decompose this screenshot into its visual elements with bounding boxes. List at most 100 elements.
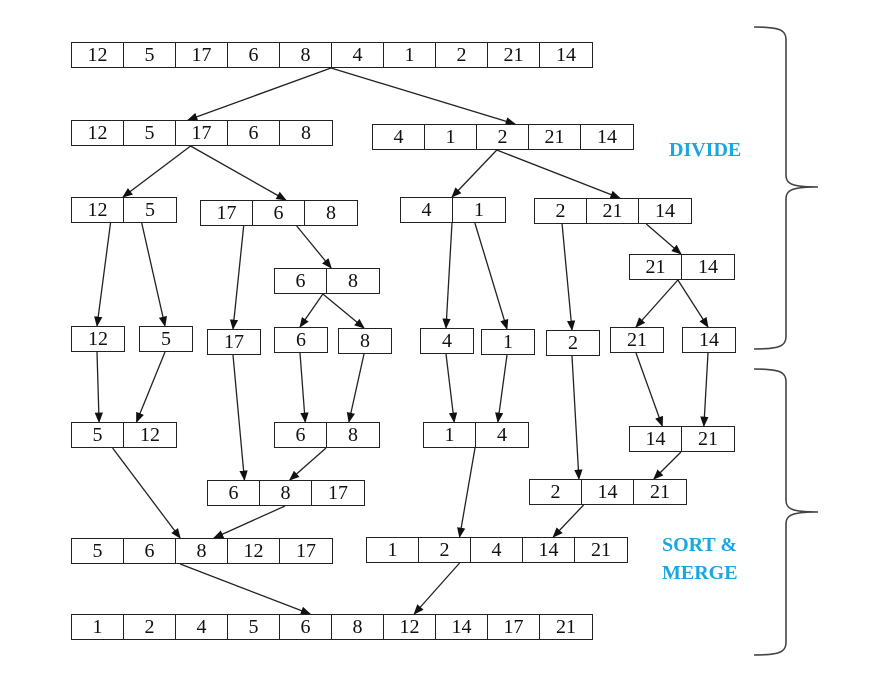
array-s6: 6	[274, 327, 328, 353]
array-cell: 8	[332, 615, 384, 639]
arrow-rr-to-s2	[561, 223, 576, 332]
sort-merge-label-line1: SORT &	[662, 534, 738, 556]
array-cell: 1	[72, 615, 124, 639]
array-cell: 14	[630, 427, 682, 451]
array-cell: 17	[176, 121, 228, 145]
array-cell: 1	[384, 43, 436, 67]
arrow-lrr-to-s6	[299, 293, 324, 328]
array-cell: 1	[424, 423, 476, 447]
array-cell: 21	[591, 539, 611, 561]
array-cell: 2	[530, 480, 582, 504]
array-cell: 4	[373, 125, 425, 149]
array-cell: 21	[556, 616, 576, 638]
arrow-root-to-l	[187, 67, 332, 121]
array-s17: 17	[207, 329, 261, 355]
array-s21: 21	[610, 327, 664, 353]
arrow-s4-to-m-1-4	[445, 353, 458, 424]
array-cell: 6	[275, 423, 327, 447]
array-s14: 14	[682, 327, 736, 353]
array-cell: 14	[523, 538, 575, 562]
array-cell: 5	[72, 539, 124, 563]
array-cell: 21	[529, 125, 581, 149]
arrow-s5-to-m-5-12	[135, 351, 166, 423]
arrow-rl-to-s4	[442, 222, 453, 330]
array-cell: 21	[488, 43, 540, 67]
array-cell: 1	[503, 331, 513, 353]
array-m-5-12: 5 12	[71, 422, 177, 448]
array-cell: 14	[698, 256, 718, 278]
array-cell: 8	[348, 270, 358, 292]
array-cell: 6	[253, 201, 305, 225]
arrow-m-1-4-to-m-right	[457, 447, 476, 539]
array-cell: 2	[535, 199, 587, 223]
array-cell: 5	[161, 328, 171, 350]
array-cell: 12	[88, 328, 108, 350]
arrow-m-left-to-sorted	[179, 563, 312, 615]
array-cell: 17	[328, 482, 348, 504]
array-cell: 4	[471, 538, 523, 562]
array-cell: 1	[474, 199, 484, 221]
array-cell: 6	[228, 121, 280, 145]
arrow-m-14-21-to-m-2-14-21	[653, 451, 682, 480]
arrow-s2-to-m-2-14-21	[571, 355, 583, 481]
divide-brace	[753, 26, 819, 350]
array-cell: 4	[442, 330, 452, 352]
array-s12: 12	[71, 326, 125, 352]
array-cell: 12	[384, 615, 436, 639]
array-cell: 5	[228, 615, 280, 639]
array-s2: 2	[546, 330, 600, 356]
array-cell: 17	[488, 615, 540, 639]
array-cell: 14	[436, 615, 488, 639]
array-cell: 6	[228, 43, 280, 67]
array-cell: 8	[326, 202, 336, 224]
array-s5: 5	[139, 326, 193, 352]
arrow-s6-to-m-6-8	[299, 352, 309, 424]
arrow-ll-to-s12	[94, 222, 112, 328]
array-cell: 21	[650, 481, 670, 503]
arrow-lr-to-lrr	[296, 225, 332, 269]
arrow-l-to-ll	[122, 145, 191, 198]
array-cell: 8	[301, 122, 311, 144]
arrow-m-right-to-sorted	[413, 562, 461, 615]
array-cell: 5	[72, 423, 124, 447]
array-cell: 2	[568, 332, 578, 354]
array-cell: 8	[360, 330, 370, 352]
arrow-l-to-lr	[190, 145, 287, 201]
array-cell: 8	[260, 481, 312, 505]
array-cell: 12	[228, 539, 280, 563]
array-cell: 12	[72, 198, 124, 222]
array-cell: 6	[275, 269, 327, 293]
array-cell: 5	[124, 43, 176, 67]
array-cell: 12	[140, 424, 160, 446]
array-cell: 6	[208, 481, 260, 505]
arrow-m-2-14-21-to-m-right	[552, 504, 585, 538]
array-cell: 6	[124, 539, 176, 563]
array-cell: 14	[556, 44, 576, 66]
array-cell: 14	[699, 329, 719, 351]
array-cell: 2	[436, 43, 488, 67]
arrow-m-5-12-to-m-left	[112, 447, 181, 539]
array-cell: 6	[280, 615, 332, 639]
array-cell: 12	[72, 43, 124, 67]
array-cell: 8	[176, 539, 228, 563]
arrow-ll-to-s5	[141, 222, 167, 328]
arrow-s12-to-m-5-12	[94, 351, 103, 424]
array-cell: 4	[497, 424, 507, 446]
array-cell: 17	[296, 540, 316, 562]
array-cell: 21	[587, 199, 639, 223]
